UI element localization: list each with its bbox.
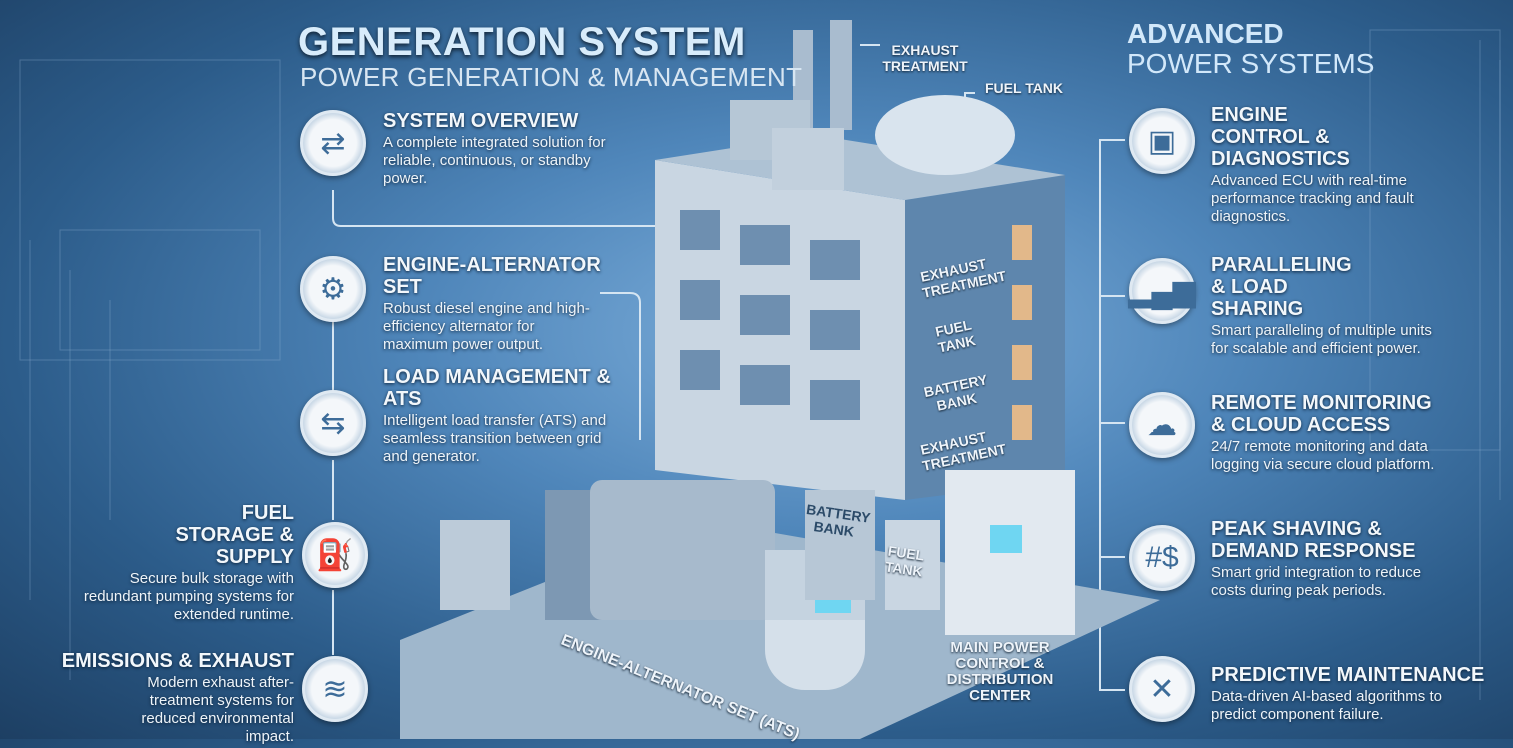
bar-chart-icon: ▂▄▆ xyxy=(1128,258,1196,324)
power-flow-icon: ⇄ xyxy=(300,110,366,176)
cloud-icon: ☁ xyxy=(1129,392,1195,458)
right-title: ADVANCED xyxy=(1127,18,1284,49)
engine xyxy=(590,480,775,620)
fuel-pump-icon: ⛽ xyxy=(302,522,368,588)
transfer-arrows-icon: ⇆ xyxy=(300,390,366,456)
label-exhaust-top: EXHAUST TREATMENT xyxy=(882,42,968,74)
building-illustration xyxy=(400,20,1160,739)
tools-icon: ✕ xyxy=(1129,656,1195,722)
rooftop-fuel-tank xyxy=(875,95,1015,175)
label-main-power: MAIN POWER CONTROL & DISTRIBUTION CENTER xyxy=(946,639,1054,704)
page-subtitle: POWER GENERATION & MANAGEMENT xyxy=(300,62,803,92)
motor-icon: ⚙ xyxy=(300,256,366,322)
page-title: GENERATION SYSTEM xyxy=(298,20,746,64)
grid-dollar-icon: #$ xyxy=(1129,525,1195,591)
label-fuel-top: FUEL TANK xyxy=(985,80,1064,96)
right-subtitle: POWER SYSTEMS xyxy=(1127,48,1375,79)
label-fuel-tank: FUEL TANK xyxy=(884,542,926,580)
wind-exhaust-icon: ≋ xyxy=(302,656,368,722)
chip-icon: ▣ xyxy=(1129,108,1195,174)
exhaust-stack xyxy=(830,20,852,130)
